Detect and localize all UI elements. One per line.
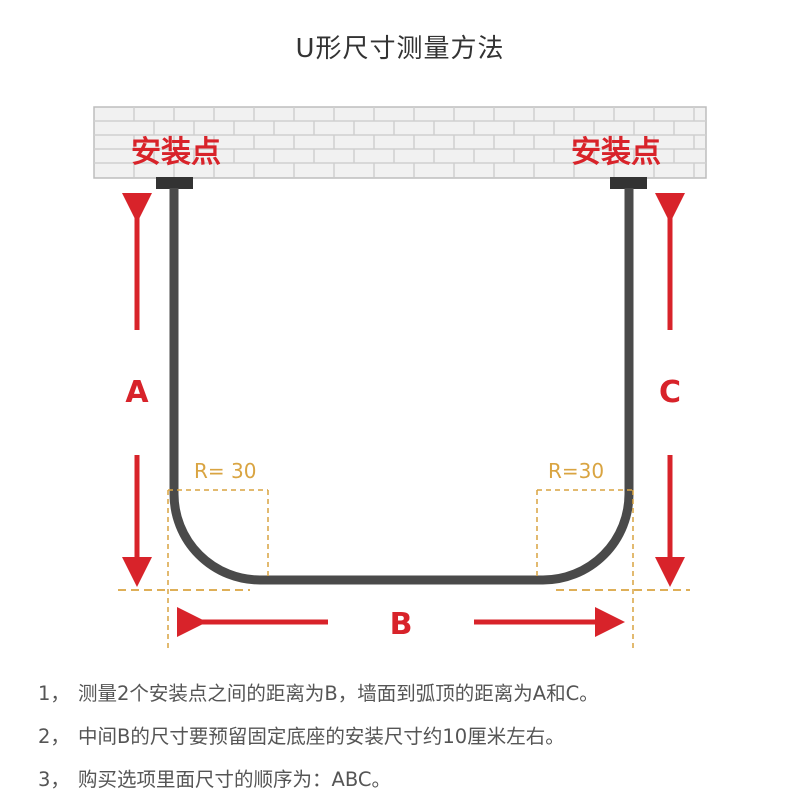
- u-rod: [169, 188, 634, 585]
- page-title: U形尺寸测量方法: [295, 34, 505, 64]
- note-item: 3， 购买选项里面尺寸的顺序为：ABC。: [38, 758, 778, 801]
- radius-guide-right: [536, 489, 634, 650]
- mount-bracket-left: [156, 177, 193, 189]
- note-item: 2， 中间B的尺寸要预留固定底座的安装尺寸约10厘米左右。: [38, 715, 778, 758]
- dimension-a-label: A: [125, 375, 149, 410]
- note-text: 购买选项里面尺寸的顺序为：ABC。: [78, 768, 391, 791]
- instruction-notes: 1， 测量2个安装点之间的距离为B，墙面到弧顶的距离为A和C。 2， 中间B的尺寸要…: [38, 672, 778, 801]
- note-text: 中间B的尺寸要预留固定底座的安装尺寸约10厘米左右。: [78, 725, 565, 748]
- radius-guide-left: [167, 489, 269, 650]
- u-shape-diagram: 安装点 安装点 R= 30 R=30 A C B: [93, 106, 707, 650]
- dimension-c-label: C: [659, 375, 681, 410]
- radius-label-left: R= 30: [194, 459, 256, 483]
- note-item: 1， 测量2个安装点之间的距离为B，墙面到弧顶的距离为A和C。: [38, 672, 778, 715]
- mount-bracket-right: [610, 177, 647, 189]
- radius-label-right: R=30: [548, 459, 604, 483]
- brick-wall: [93, 106, 707, 179]
- note-number: 1，: [38, 682, 70, 705]
- note-text: 测量2个安装点之间的距离为B，墙面到弧顶的距离为A和C。: [78, 682, 599, 705]
- mount-label-left: 安装点: [131, 135, 221, 170]
- note-number: 2，: [38, 725, 70, 748]
- mount-label-right: 安装点: [571, 135, 661, 170]
- note-number: 3，: [38, 768, 70, 791]
- dimension-b-label: B: [390, 607, 413, 642]
